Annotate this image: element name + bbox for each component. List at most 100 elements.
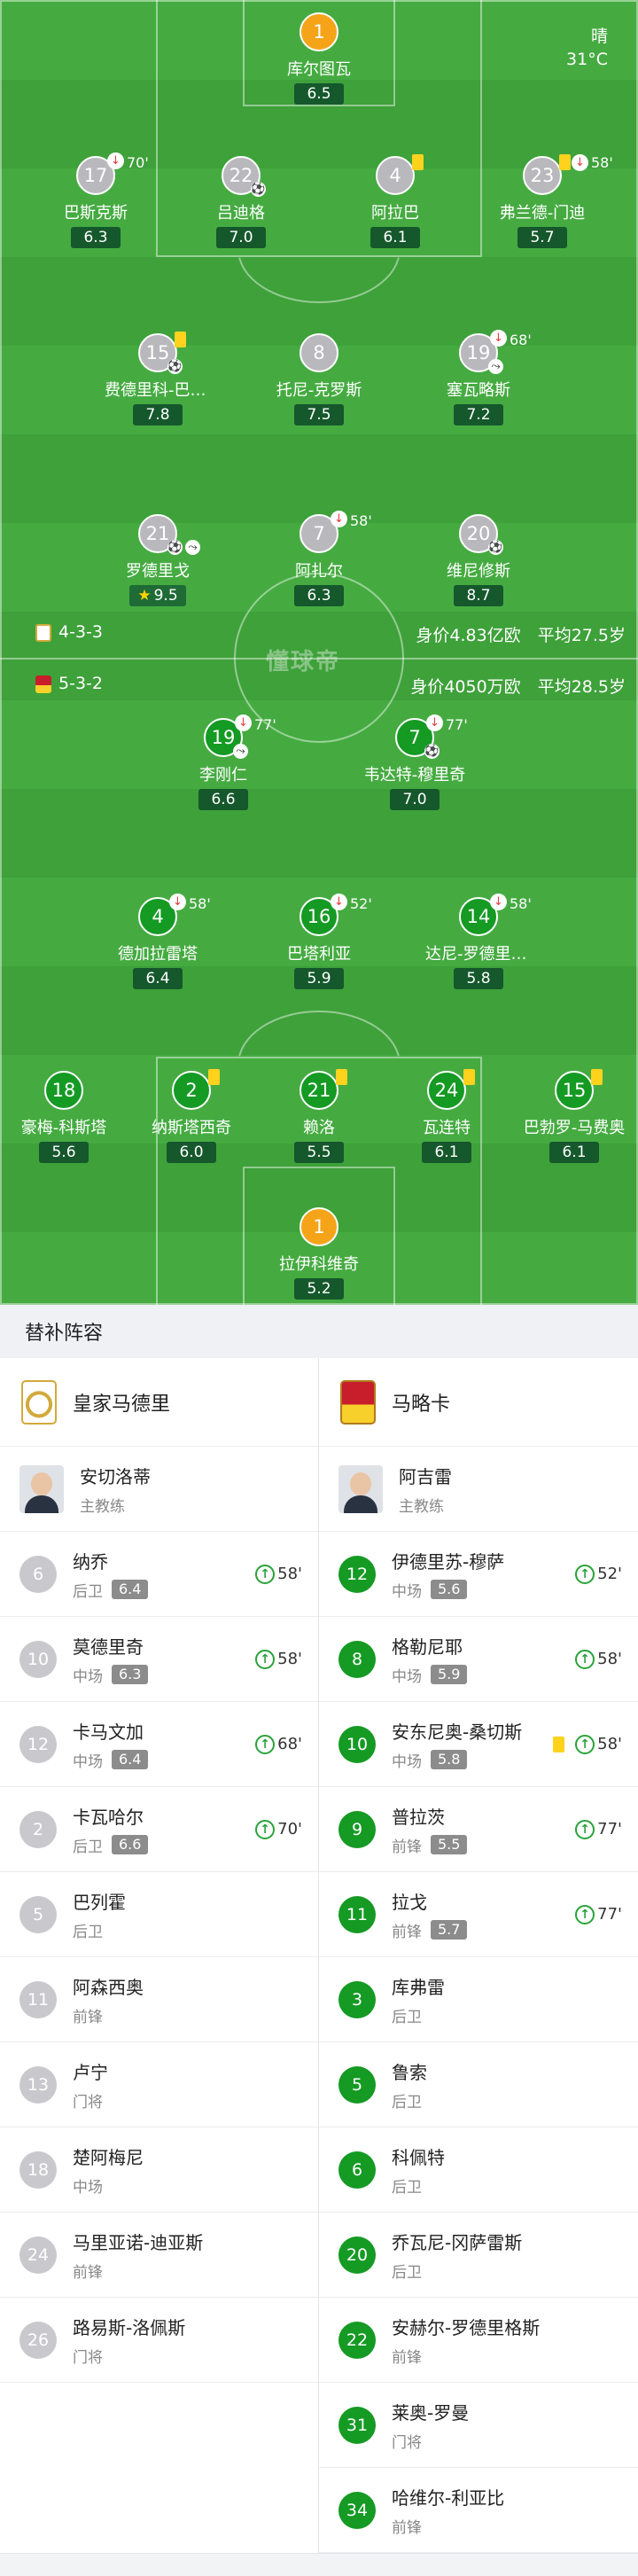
player-home-lb[interactable]: 23 ↓ 58' 弗兰德-门迪 5.7	[476, 154, 613, 248]
away-coach-row[interactable]: 阿吉雷 主教练	[319, 1447, 638, 1532]
sub-player-name: 卢宁	[73, 2061, 108, 2083]
sub-player-number: 12	[338, 1555, 376, 1593]
sub-player-position: 后卫	[73, 1923, 103, 1941]
assist-boot-icon: ⤳	[233, 744, 248, 759]
player-home-rw[interactable]: 21 ⚽ ⤳ 罗德里戈 ★9.5	[91, 514, 224, 606]
player-away-def1[interactable]: 18 豪梅-科斯塔 5.6	[0, 1071, 130, 1163]
player-rating: 6.4	[133, 968, 183, 989]
player-away-gk[interactable]: 1 拉伊科维奇 5.2	[253, 1207, 385, 1300]
real-madrid-crest-icon	[21, 1379, 57, 1425]
sub-player-name: 阿森西奥	[73, 1976, 144, 1998]
sub-player-number: 24	[19, 2236, 57, 2274]
sub-player-position: 前锋	[392, 2348, 422, 2367]
player-number: 4 ↓	[138, 894, 186, 936]
sub-player-number: 6	[338, 2151, 376, 2189]
goal-ball-icon: ⚽	[251, 182, 266, 197]
player-rating: 6.1	[549, 1142, 599, 1163]
sub-in-arrow-icon: ↑	[575, 1819, 595, 1839]
sub-player-number: 3	[338, 1980, 376, 2018]
sub-player-name: 巴列霍	[73, 1891, 126, 1913]
player-number: 16 ↓	[300, 894, 347, 936]
goal-ball-icon: ⚽	[167, 359, 183, 374]
sub-time: 70'	[127, 154, 149, 171]
player-away-def2[interactable]: 2 纳斯塔西奇 6.0	[125, 1069, 258, 1163]
player-away-def4[interactable]: 24 瓦连特 6.1	[380, 1069, 513, 1163]
player-name: 豪梅-科斯塔	[20, 1119, 107, 1137]
player-home-cm3[interactable]: 19 ↓ ⤳ 68' 塞瓦略斯 7.2	[412, 330, 545, 425]
player-rating: 5.8	[454, 968, 503, 989]
player-away-def3[interactable]: 21 赖洛 5.5	[253, 1069, 385, 1163]
yellow-card-icon	[463, 1069, 475, 1085]
player-away-cm1[interactable]: 4 ↓ 58' 德加拉雷塔 6.4	[91, 894, 224, 989]
player-name: 阿拉巴	[371, 204, 419, 222]
player-rating: 6.6	[198, 789, 248, 810]
player-home-gk[interactable]: 1 库尔图瓦 6.5	[253, 12, 385, 105]
player-rating: 7.5	[294, 404, 344, 425]
home-team-row[interactable]: 皇家马德里	[0, 1358, 318, 1447]
player-rating: 8.7	[454, 585, 503, 606]
away-team-row[interactable]: 马略卡	[319, 1358, 638, 1447]
yellow-card-icon	[336, 1069, 347, 1085]
sub-in-arrow-icon: ↑	[255, 1649, 276, 1669]
player-away-st1[interactable]: 19 ↓ ⤳ 77' 李刚仁 6.6	[157, 714, 290, 810]
sub-player-position: 后卫	[73, 1838, 103, 1856]
player-away-st2[interactable]: 7 ↓ ⚽ 77' 韦达特-穆里奇 7.0	[348, 714, 481, 810]
sub-player-name: 格勒尼耶	[392, 1635, 463, 1658]
home-coach-row[interactable]: 安切洛蒂 主教练	[0, 1447, 318, 1532]
player-number: 15 ⚽	[138, 332, 186, 374]
player-home-lw[interactable]: 20 ⚽ 维尼修斯 8.7	[412, 514, 545, 606]
player-number: 20 ⚽	[459, 514, 503, 555]
player-name: 纳斯塔西奇	[152, 1119, 231, 1137]
player-away-cm2[interactable]: 16 ↓ 52' 巴塔利亚 5.9	[253, 894, 385, 989]
player-away-def5[interactable]: 15 巴勃罗-马费奥 6.1	[508, 1069, 638, 1163]
player-home-rb[interactable]: 17 ↓ 70' 巴斯克斯 6.3	[29, 152, 162, 248]
sub-player-number: 26	[19, 2321, 57, 2359]
coach-avatar	[19, 1464, 64, 1513]
sub-player-position: 中场	[73, 1667, 103, 1686]
sub-player-number: 8	[338, 1640, 376, 1678]
sub-player-name: 莱奥-罗曼	[392, 2401, 470, 2424]
player-name: 费德里科-巴尔韦德	[105, 381, 211, 400]
player-name: 维尼修斯	[447, 562, 510, 581]
player-away-cm3[interactable]: 14 ↓ 58' 达尼-罗德里格斯 5.8	[412, 894, 545, 989]
sub-in-indicator: ↑77'	[575, 1904, 622, 1924]
player-home-cm2[interactable]: 8 托尼-克罗斯 7.5	[253, 333, 385, 425]
sub-time: 58'	[510, 895, 532, 912]
sub-in-indicator: ↑58'	[553, 1734, 622, 1754]
sub-player-rating: 5.9	[431, 1665, 468, 1684]
player-home-st[interactable]: 7 ↓ 58' 阿扎尔 6.3	[253, 511, 385, 606]
player-home-cm1[interactable]: 15 ⚽ 费德里科-巴尔韦德 7.8	[91, 332, 224, 425]
player-name: 德加拉雷塔	[118, 945, 198, 964]
sub-in-indicator: ↑77'	[575, 1819, 622, 1839]
sub-in-arrow-icon: ↑	[575, 1649, 595, 1669]
player-home-cb1[interactable]: 22 ⚽ 吕迪格 7.0	[175, 156, 307, 248]
player-name: 韦达特-穆里奇	[363, 766, 466, 785]
pitch: 懂球帝 晴 31°C 4-3-3 身价4.83亿欧 平均27.5岁 5-3-2 …	[0, 0, 638, 1305]
player-home-cb2[interactable]: 4 阿拉巴 6.1	[329, 154, 462, 248]
sub-in-time: 58'	[597, 1650, 622, 1668]
sub-in-time: 52'	[597, 1565, 622, 1583]
sub-out-icon: ↓	[426, 714, 443, 731]
